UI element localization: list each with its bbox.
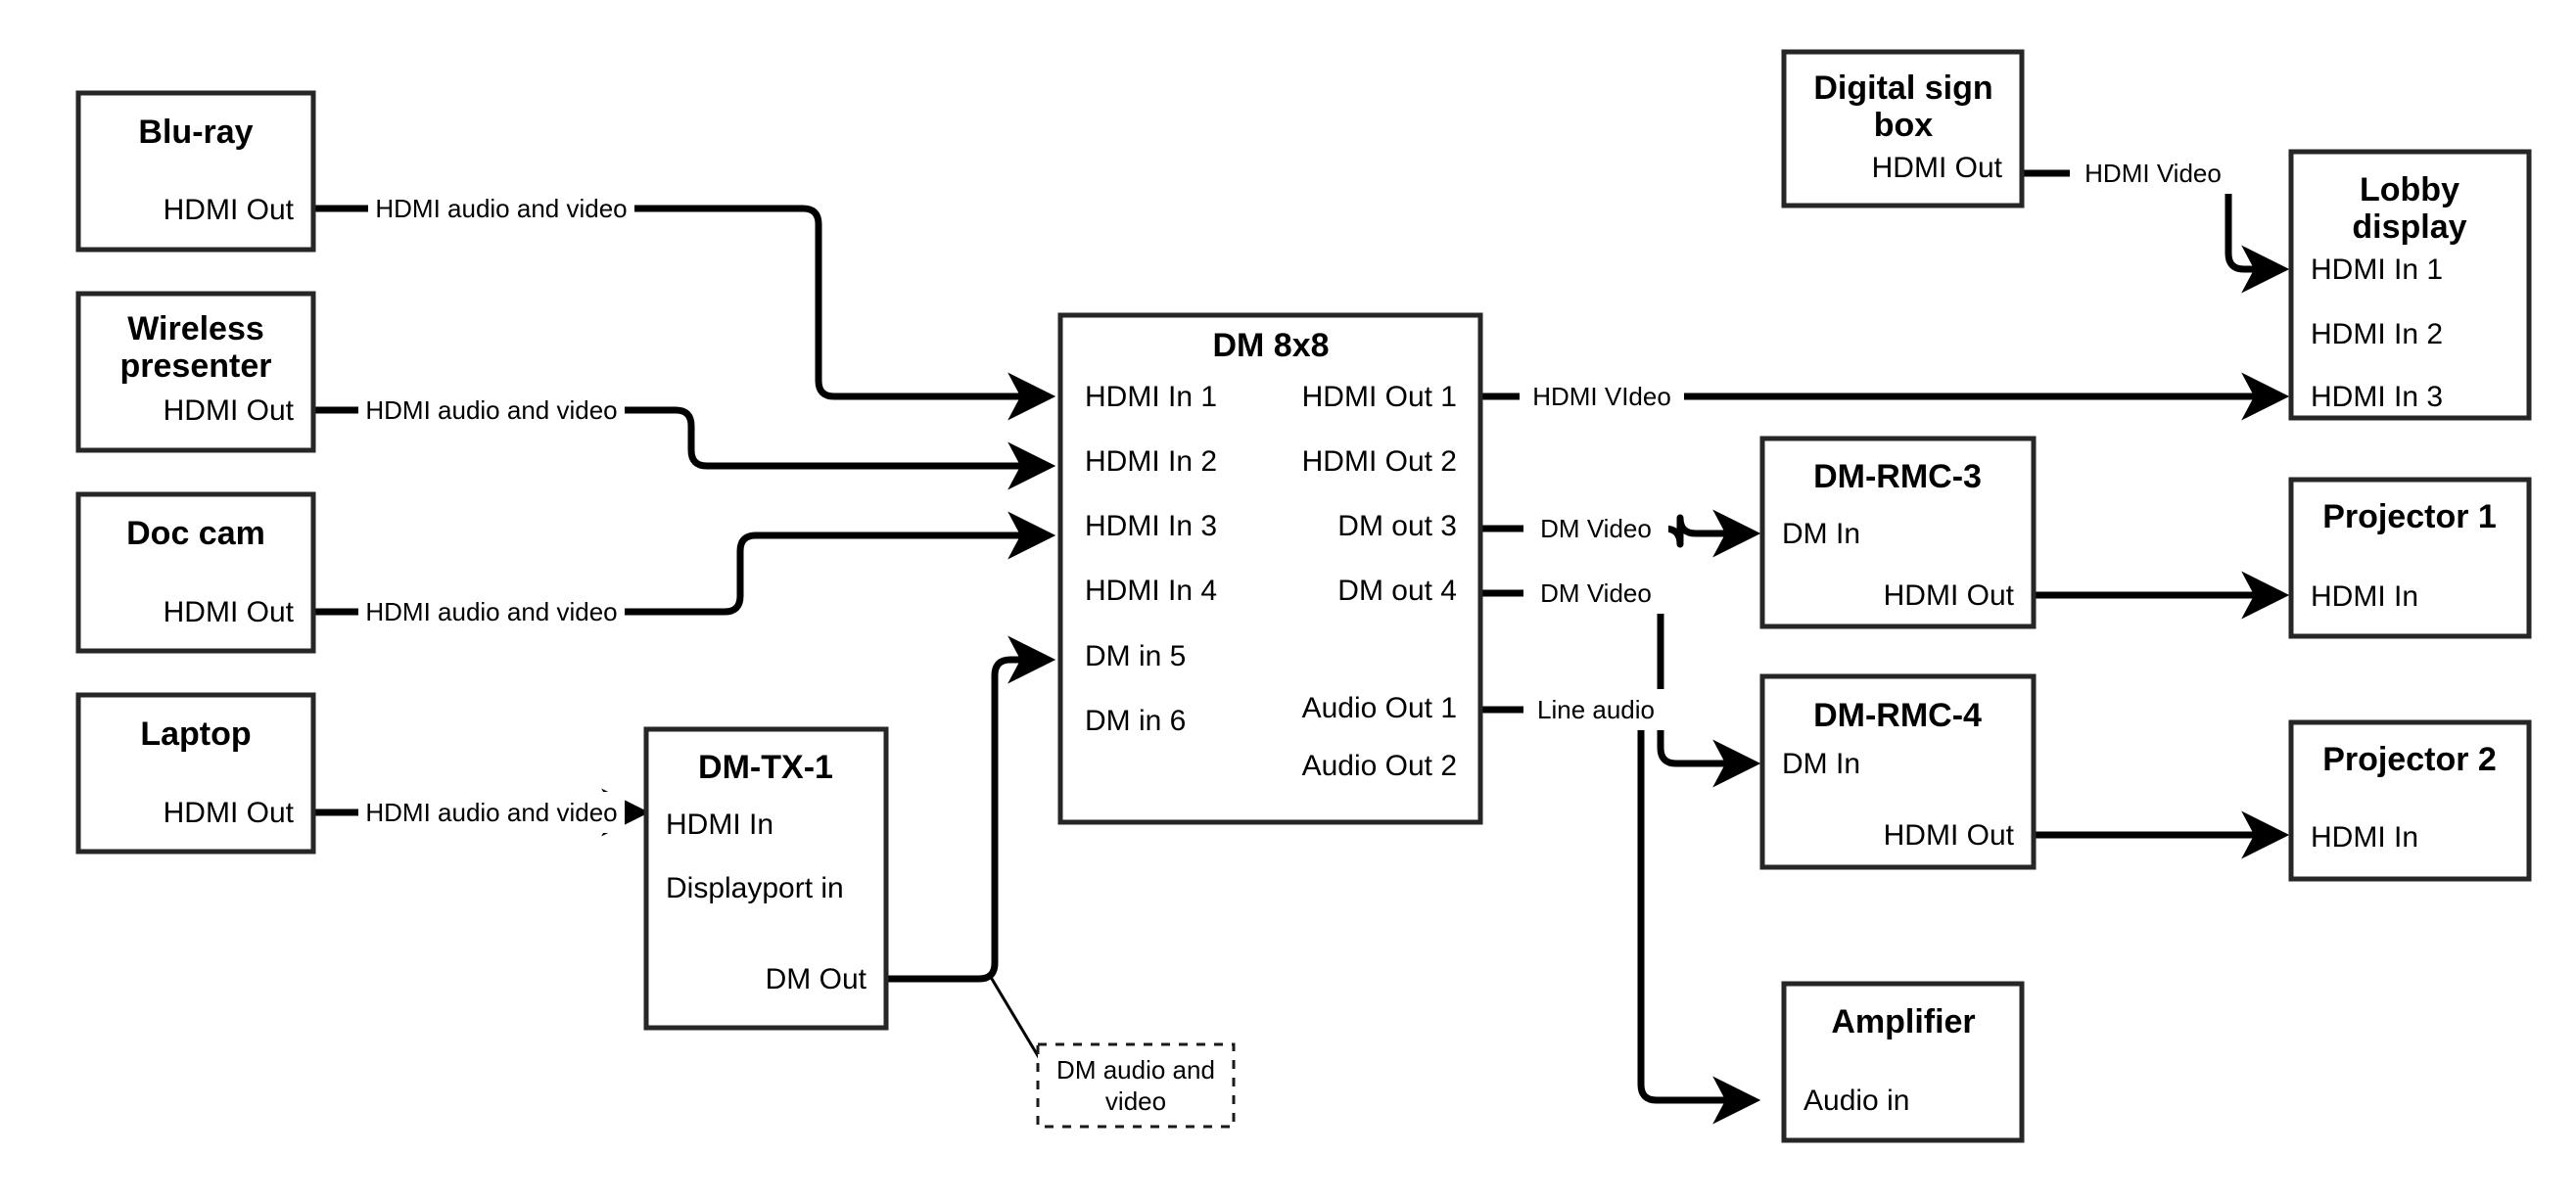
- node-dm-rmc-3-box[interactable]: [1759, 436, 2037, 629]
- port-lobby-display-hdmi-in-2: HDMI In 2: [2311, 318, 2443, 350]
- node-wireless-presenter-title-line1: Wireless: [127, 310, 264, 347]
- port-dm-tx-1-hdmi-in: HDMI In: [666, 808, 773, 841]
- node-bluray[interactable]: Blu-ray HDMI Out: [75, 90, 316, 253]
- port-bluray-hdmi-out: HDMI Out: [164, 194, 295, 226]
- node-projector-2-box[interactable]: [2288, 719, 2532, 882]
- node-dm-tx-1[interactable]: DM-TX-1 HDMI In Displayport in DM Out: [643, 726, 889, 1031]
- port-dm-8x8-hdmi-in-4: HDMI In 4: [1085, 575, 1217, 607]
- node-wireless-presenter-box[interactable]: [75, 291, 316, 453]
- node-lobby-display[interactable]: Lobby display HDMI In 1 HDMI In 2 HDMI I…: [2288, 149, 2532, 421]
- edge-label-bluray: HDMI audio and video: [375, 194, 627, 223]
- port-dm-8x8-hdmi-in-2: HDMI In 2: [1085, 445, 1217, 478]
- port-dm-8x8-audio-out-1: Audio Out 1: [1302, 692, 1457, 724]
- node-lobby-display-box[interactable]: [2288, 149, 2532, 421]
- edge-labels: HDMI audio and video HDMI audio and vide…: [358, 153, 2236, 833]
- node-lobby-display-title-line1: Lobby: [2360, 171, 2459, 208]
- edge-label-line-audio: Line audio: [1537, 695, 1655, 724]
- node-dm-8x8-box[interactable]: [1057, 312, 1483, 825]
- edge-label-sign-hdmi-video: HDMI Video: [2084, 159, 2222, 188]
- node-digital-sign-box-title-line1: Digital sign: [1813, 69, 1992, 107]
- node-dm-rmc-4[interactable]: DM-RMC-4 DM In HDMI Out: [1759, 673, 2037, 870]
- node-dm-8x8[interactable]: DM 8x8 HDMI In 1 HDMI In 2 HDMI In 3 HDM…: [1057, 312, 1483, 825]
- node-doc-cam-box[interactable]: [75, 491, 316, 654]
- port-dm-8x8-dm-out-4: DM out 4: [1337, 575, 1457, 607]
- port-lobby-display-hdmi-in-3: HDMI In 3: [2311, 381, 2443, 413]
- edge-label-laptop: HDMI audio and video: [365, 798, 617, 827]
- node-wireless-presenter-title-line2: presenter: [120, 347, 272, 385]
- port-dm-8x8-dm-in-5: DM in 5: [1085, 640, 1186, 672]
- node-dm-tx-1-title: DM-TX-1: [698, 749, 833, 786]
- port-laptop-hdmi-out: HDMI Out: [164, 797, 295, 829]
- node-projector-1[interactable]: Projector 1 HDMI In: [2288, 477, 2532, 639]
- port-lobby-display-hdmi-in-1: HDMI In 1: [2311, 254, 2443, 286]
- port-wireless-presenter-hdmi-out: HDMI Out: [164, 394, 295, 427]
- node-digital-sign-box-box[interactable]: [1781, 49, 2025, 208]
- node-bluray-box[interactable]: [75, 90, 316, 253]
- node-dm-8x8-title: DM 8x8: [1212, 327, 1329, 364]
- edge-label-dm-out3-video: DM Video: [1540, 514, 1652, 543]
- node-projector-1-title: Projector 1: [2322, 498, 2497, 535]
- port-dm-8x8-hdmi-out-2: HDMI Out 2: [1302, 445, 1457, 478]
- node-doc-cam[interactable]: Doc cam HDMI Out: [75, 491, 316, 654]
- note-dm-audio-and-video-line2: video: [1105, 1086, 1166, 1116]
- port-dm-8x8-audio-out-2: Audio Out 2: [1302, 750, 1457, 782]
- link-dmtx-dmout-to-dm-in-5: [886, 635, 1056, 983]
- port-doc-cam-hdmi-out: HDMI Out: [164, 596, 295, 628]
- port-dm-8x8-hdmi-in-1: HDMI In 1: [1085, 381, 1217, 413]
- note-dm-audio-and-video-box: [1036, 1042, 1236, 1129]
- port-dm-8x8-dm-in-6: DM in 6: [1085, 705, 1186, 737]
- note-leader-line: [987, 973, 1042, 1060]
- node-dm-rmc-3-title: DM-RMC-3: [1813, 458, 1982, 495]
- node-dm-rmc-4-box[interactable]: [1759, 673, 2037, 870]
- node-dm-rmc-3[interactable]: DM-RMC-3 DM In HDMI Out: [1759, 436, 2037, 629]
- node-laptop-box[interactable]: [75, 692, 316, 855]
- node-dm-tx-1-box[interactable]: [643, 726, 889, 1031]
- edge-label-wireless: HDMI audio and video: [365, 395, 617, 425]
- node-bluray-title: Blu-ray: [138, 114, 253, 151]
- link-audio-out-1-to-amplifier: [1480, 706, 1761, 1125]
- port-dm-rmc-3-dm-in: DM In: [1782, 518, 1860, 550]
- link-wireless-to-hdmi-in-2: [196, 406, 1056, 490]
- port-dm-rmc-4-hdmi-out: HDMI Out: [1884, 819, 2015, 852]
- node-projector-2[interactable]: Projector 2 HDMI In: [2288, 719, 2532, 882]
- port-projector-2-hdmi-in: HDMI In: [2311, 821, 2418, 854]
- port-dm-tx-1-dm-out: DM Out: [766, 963, 867, 995]
- node-laptop-title: Laptop: [140, 716, 251, 753]
- node-doc-cam-title: Doc cam: [126, 515, 265, 552]
- port-dm-tx-1-displayport-in: Displayport in: [666, 872, 844, 904]
- port-dm-8x8-hdmi-in-3: HDMI In 3: [1085, 510, 1217, 542]
- node-amplifier-box[interactable]: [1781, 981, 2025, 1143]
- note-dm-audio-and-video: DM audio and video: [1036, 1042, 1236, 1129]
- port-digital-sign-box-hdmi-out: HDMI Out: [1872, 152, 2003, 184]
- link-bluray-to-hdmi-in-1: [196, 205, 1056, 421]
- node-digital-sign-box[interactable]: Digital sign box HDMI Out: [1781, 49, 2025, 208]
- node-projector-1-box[interactable]: [2288, 477, 2532, 639]
- port-amplifier-audio-in: Audio in: [1803, 1085, 1909, 1117]
- edge-label-hdmi-out1-video: HDMI VIdeo: [1532, 382, 1671, 411]
- port-dm-8x8-dm-out-3: DM out 3: [1337, 510, 1457, 542]
- port-projector-1-hdmi-in: HDMI In: [2311, 580, 2418, 613]
- edge-label-doccam: HDMI audio and video: [365, 597, 617, 626]
- port-dm-rmc-4-dm-in: DM In: [1782, 748, 1860, 780]
- link-dm-out-4-to-rmc4: [1480, 589, 1761, 788]
- link-doccam-to-hdmi-in-3: [196, 511, 1056, 616]
- node-projector-2-title: Projector 2: [2322, 741, 2497, 778]
- node-lobby-display-title-line2: display: [2352, 208, 2466, 246]
- node-laptop[interactable]: Laptop HDMI Out: [75, 692, 316, 855]
- node-wireless-presenter[interactable]: Wireless presenter HDMI Out: [75, 291, 316, 453]
- node-amplifier[interactable]: Amplifier Audio in: [1781, 981, 2025, 1143]
- node-dm-rmc-4-title: DM-RMC-4: [1813, 697, 1982, 734]
- node-digital-sign-box-title-line2: box: [1874, 107, 1934, 144]
- edge-label-dm-out4-video: DM Video: [1540, 578, 1652, 608]
- port-dm-rmc-3-hdmi-out: HDMI Out: [1884, 579, 2015, 612]
- port-dm-8x8-hdmi-out-1: HDMI Out 1: [1302, 381, 1457, 413]
- node-amplifier-title: Amplifier: [1831, 1003, 1975, 1040]
- note-dm-audio-and-video-line1: DM audio and: [1056, 1055, 1215, 1085]
